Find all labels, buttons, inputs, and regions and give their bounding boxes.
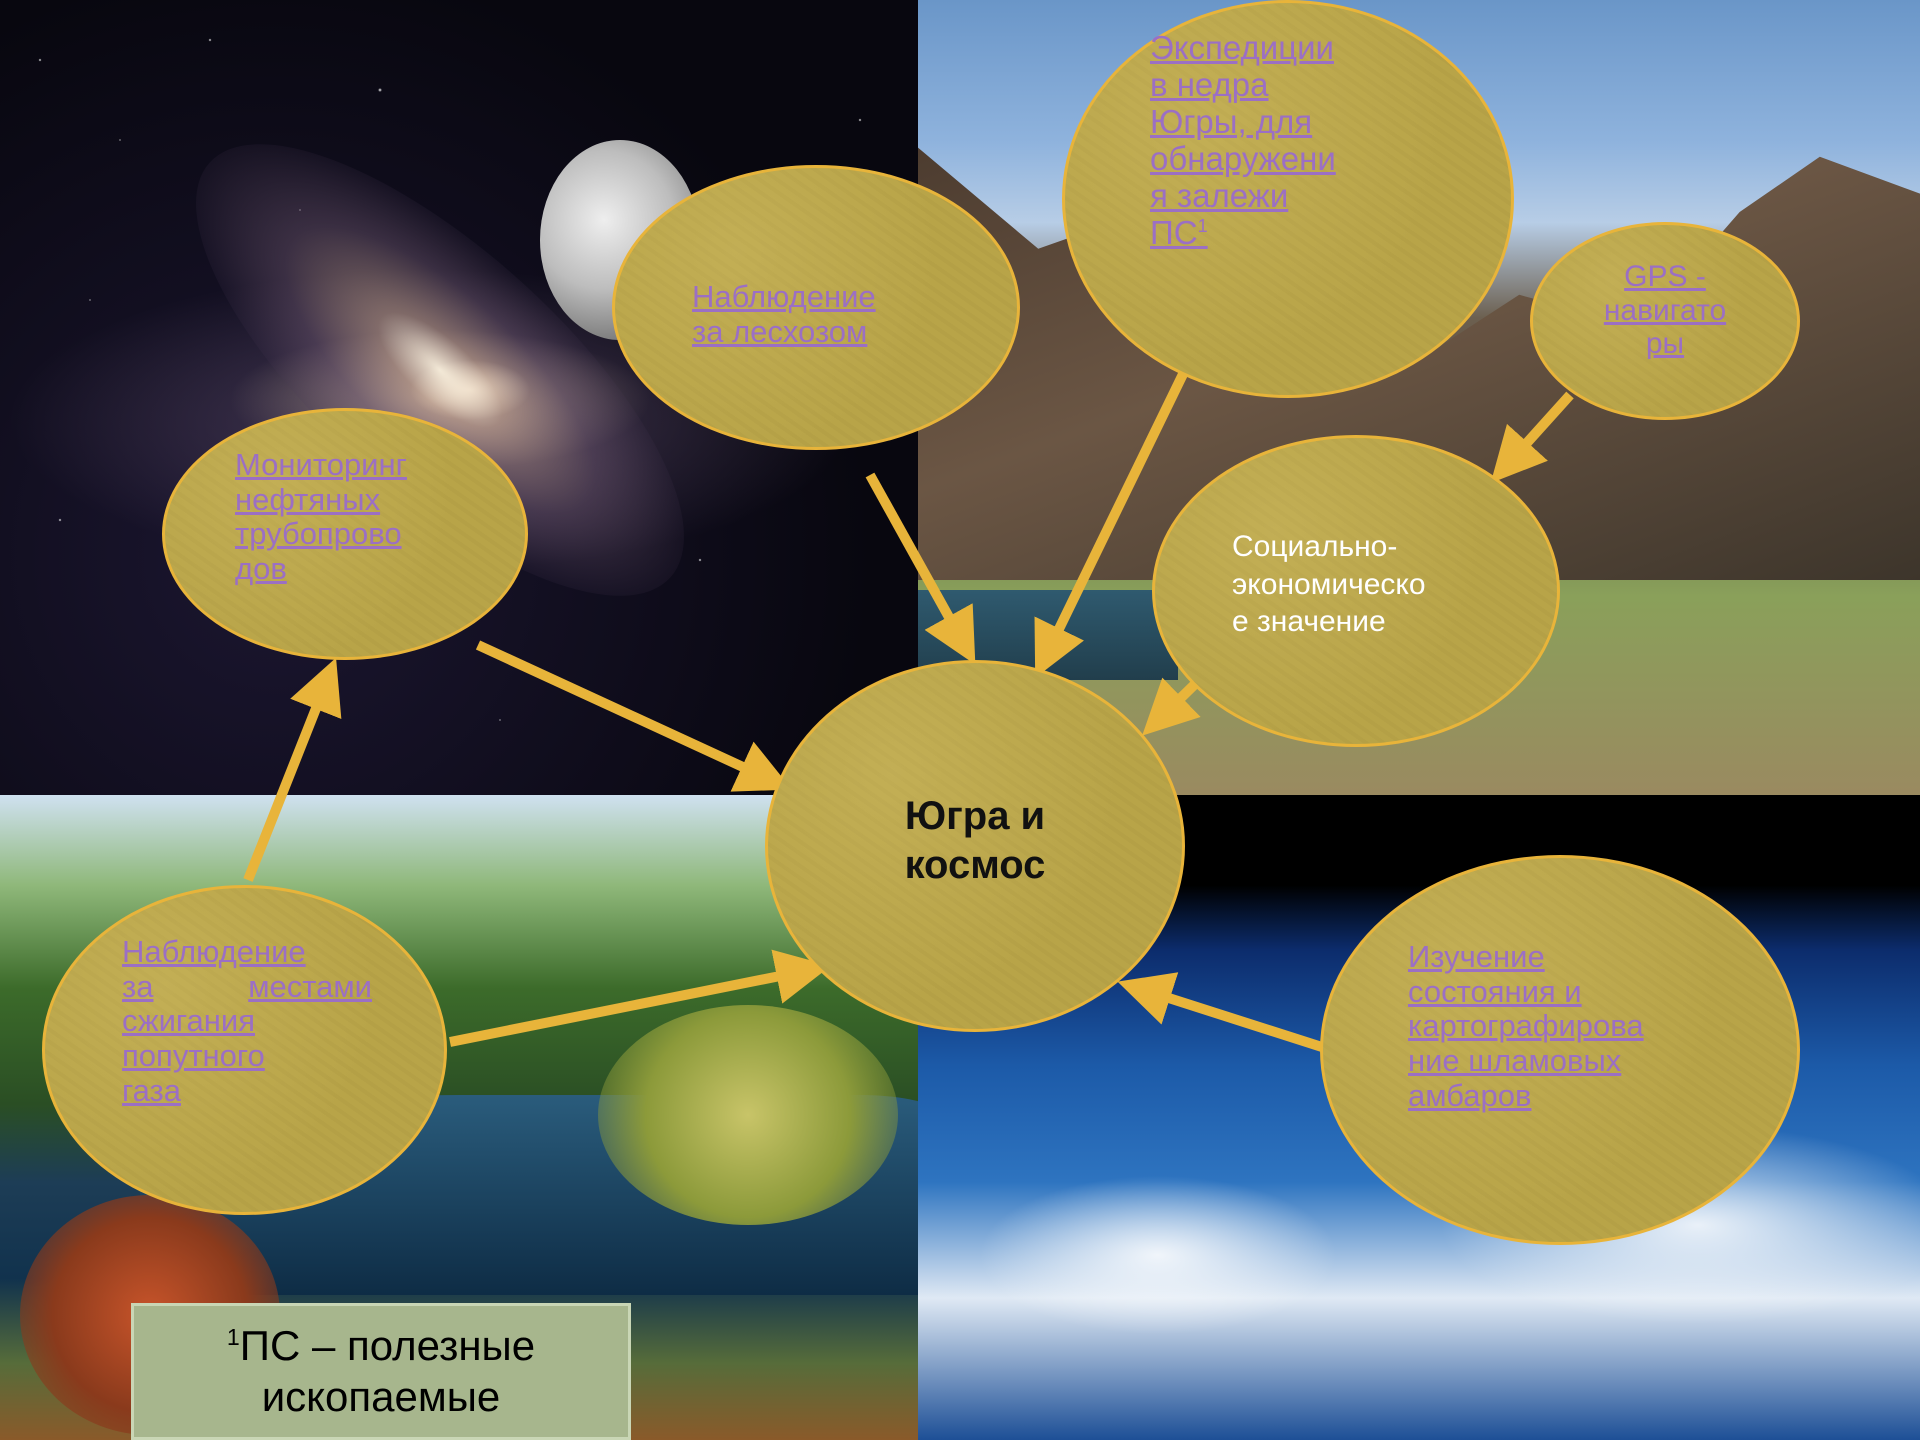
text-line: Наблюдение	[692, 279, 876, 314]
ps-abbrev: ПС	[1150, 213, 1198, 251]
text-line: амбаров	[1408, 1077, 1532, 1113]
text-line: состояния и	[1408, 973, 1582, 1009]
link-sludge[interactable]: Изучение состояния и картографирова ние …	[1408, 939, 1644, 1114]
footnote-box: 1ПС – полезные ископаемые	[131, 1303, 631, 1440]
text-line: Социально-	[1232, 530, 1398, 563]
text-word: местами	[248, 968, 372, 1004]
text-line: дов	[235, 551, 287, 587]
text-line: попутного	[122, 1038, 265, 1074]
footnote-line: 1ПС – полезные	[134, 1320, 628, 1371]
link-forestry[interactable]: Наблюдение за лесхозом	[692, 279, 876, 349]
social-economic-text: Социально- экономическо е значение	[1232, 528, 1426, 641]
text-word: за	[122, 968, 154, 1004]
text-line: за лесхозом	[692, 313, 868, 349]
footnote-mark: 1	[1197, 215, 1208, 236]
text-line: Югры, для	[1150, 102, 1313, 140]
node-gas-flaring	[42, 885, 447, 1215]
footnote-mark: 1	[226, 1324, 240, 1350]
node-pipelines	[162, 408, 528, 660]
text-line: я залежи	[1150, 176, 1289, 214]
text-line: навигато	[1603, 293, 1727, 327]
text-line: Экспедиции	[1150, 29, 1334, 66]
arrow-gps-to-social	[1490, 391, 1574, 484]
footnote-line: ископаемые	[261, 1373, 501, 1421]
center-title: Югра и космос	[785, 792, 1165, 890]
arrow-gas-to-pipelines	[243, 657, 342, 882]
center-title-line: космос	[904, 842, 1046, 887]
footnote-text: ПС – полезные	[239, 1322, 536, 1369]
text-line: GPS -	[1624, 260, 1706, 293]
text-line: в недра	[1150, 65, 1269, 103]
text-line: ние шламовых	[1408, 1043, 1622, 1079]
link-gps[interactable]: GPS - навигато ры	[1550, 260, 1780, 361]
node-gps	[1530, 222, 1800, 420]
node-expeditions	[1062, 0, 1514, 398]
node-social	[1152, 435, 1560, 747]
text-line: Наблюдение	[122, 934, 306, 969]
text-line: газа	[122, 1072, 181, 1108]
arrow-forestry-to-center	[865, 472, 976, 665]
text-line: обнаружени	[1150, 139, 1336, 177]
text-line: ры	[1645, 327, 1685, 361]
node-center	[765, 660, 1185, 1032]
yellow-bushes	[598, 1005, 898, 1225]
cloud-cover	[978, 1175, 1338, 1335]
text-line: экономическо	[1232, 567, 1426, 601]
text-line: Мониторинг	[235, 447, 407, 482]
text-line: е значение	[1232, 605, 1386, 638]
arrow-gas-to-center	[449, 949, 831, 1047]
arrow-expeditions-to-center	[1034, 367, 1190, 678]
text-line: нефтяных	[235, 481, 381, 517]
text-line: ПС1	[1150, 213, 1336, 252]
text-line: Изучение	[1408, 939, 1545, 974]
arrow-sludge-to-center	[1117, 972, 1327, 1053]
center-title-line: Югра и	[904, 794, 1046, 838]
node-forestry	[612, 165, 1020, 450]
text-line: за местами	[122, 968, 372, 1005]
link-pipelines[interactable]: Мониторинг нефтяных трубопрово дов	[235, 447, 407, 587]
link-expeditions[interactable]: Экспедиции в недра Югры, для обнаружени …	[1150, 29, 1336, 252]
arrow-pipelines-to-center	[475, 640, 792, 792]
text-line: картографирова	[1408, 1008, 1644, 1044]
text-line: сжигания	[122, 1003, 255, 1039]
node-sludge	[1320, 855, 1800, 1245]
text-line: трубопрово	[235, 516, 402, 552]
